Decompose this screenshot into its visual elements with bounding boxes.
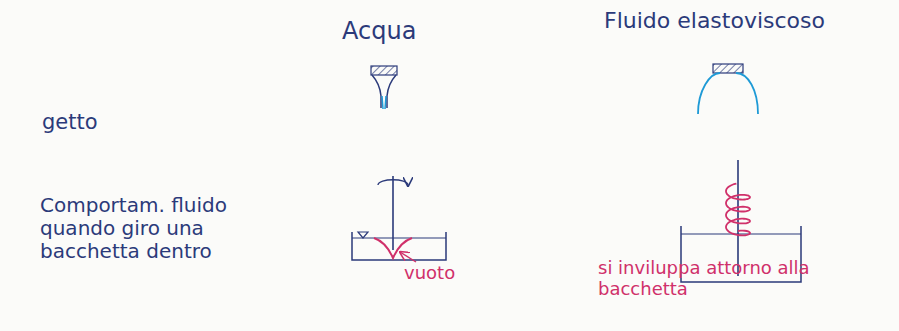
annotation: si inviluppa attorno alla bacchetta (598, 258, 813, 299)
row-label: getto (42, 110, 162, 134)
row-label: Comportam. fluido quando giro una bacche… (40, 194, 240, 263)
annotation: vuoto (404, 263, 484, 284)
water-container (352, 176, 446, 262)
column-heading: Fluido elastoviscoso (604, 8, 896, 33)
column-heading: Acqua (342, 18, 482, 46)
elastoviscous-nozzle (698, 64, 758, 114)
rod-climbing-fluid (726, 184, 750, 236)
water-nozzle (371, 66, 397, 109)
